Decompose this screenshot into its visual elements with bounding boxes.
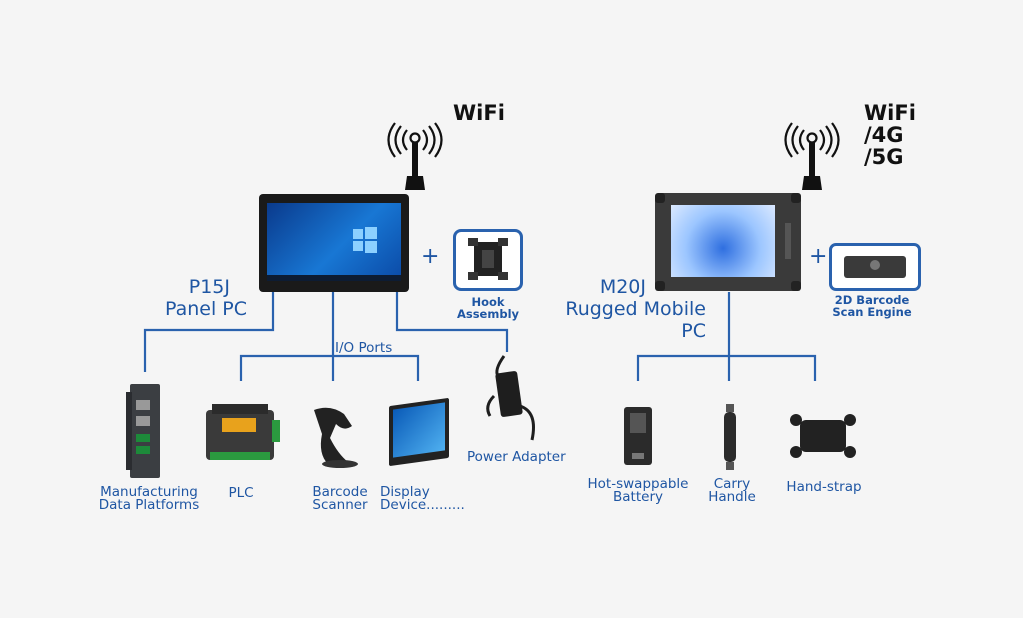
hand-strap-image bbox=[790, 414, 856, 458]
plus-sign: + bbox=[421, 244, 440, 269]
carry-handle-image bbox=[724, 404, 736, 470]
plc-image bbox=[206, 404, 280, 460]
barcode-scanner-image bbox=[314, 407, 358, 468]
power-adapter-label: Power Adapter bbox=[467, 449, 566, 465]
battery-image bbox=[624, 407, 652, 465]
m20j-name-label: Rugged Mobile PC bbox=[565, 298, 706, 342]
manufacturing-module-image bbox=[126, 384, 160, 478]
wifi-antenna-icon bbox=[387, 122, 443, 190]
barcode-scan-engine-image bbox=[829, 243, 921, 291]
rugged-tablet-image bbox=[655, 193, 801, 291]
wifi-label: WiFi bbox=[453, 101, 505, 125]
hook-assembly-label: Hook Assembly bbox=[456, 295, 520, 321]
hook-assembly-image bbox=[453, 229, 523, 291]
display-device-image bbox=[389, 397, 449, 467]
wifi-4g-5g-label: WiFi /4G /5G bbox=[864, 101, 916, 169]
display-device-label: Display Device......... bbox=[380, 484, 465, 513]
p15j-model-label: P15J bbox=[188, 276, 230, 298]
io-ports-label: I/O Ports bbox=[335, 340, 393, 356]
m20j-model-label: M20J bbox=[599, 276, 646, 298]
plus-sign-right: + bbox=[809, 244, 828, 269]
plc-label: PLC bbox=[228, 485, 254, 501]
power-adapter-image bbox=[486, 355, 535, 441]
panel-pc-image bbox=[259, 194, 409, 292]
p15j-name-label: Panel PC bbox=[164, 298, 247, 320]
hand-strap-label: Hand-strap bbox=[786, 479, 862, 495]
wifi-4g-5g-antenna-icon bbox=[784, 122, 840, 190]
